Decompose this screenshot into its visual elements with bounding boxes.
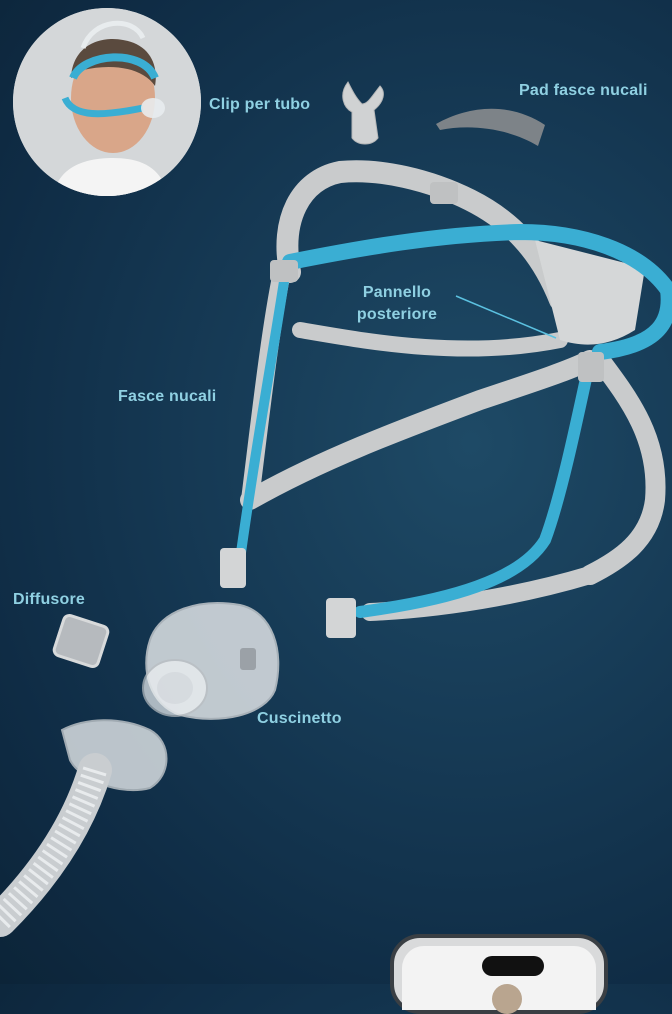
frame-and-tube-part	[0, 720, 167, 920]
mask-parts-illustration	[0, 0, 672, 984]
label-clip-per-tubo: Clip per tubo	[209, 96, 310, 114]
diffuser-part	[53, 614, 110, 668]
cushion-part	[143, 603, 278, 719]
label-diffusore: Diffusore	[13, 591, 85, 609]
label-fasce-nucali: Fasce nucali	[118, 388, 216, 406]
label-cuscinetto: Cuscinetto	[257, 710, 342, 728]
phone-screen	[402, 946, 596, 1010]
back-panel-leader-line	[456, 296, 556, 338]
tube-clip-part	[343, 82, 384, 144]
label-pannello-posteriore: Pannello posteriore	[344, 282, 450, 326]
phone-preview	[390, 934, 608, 1014]
phone-avatar	[492, 984, 522, 1014]
phone-notch	[482, 956, 544, 976]
headgear-pad-part	[436, 109, 545, 146]
label-pad-fasce-nucali: Pad fasce nucali	[519, 82, 648, 100]
